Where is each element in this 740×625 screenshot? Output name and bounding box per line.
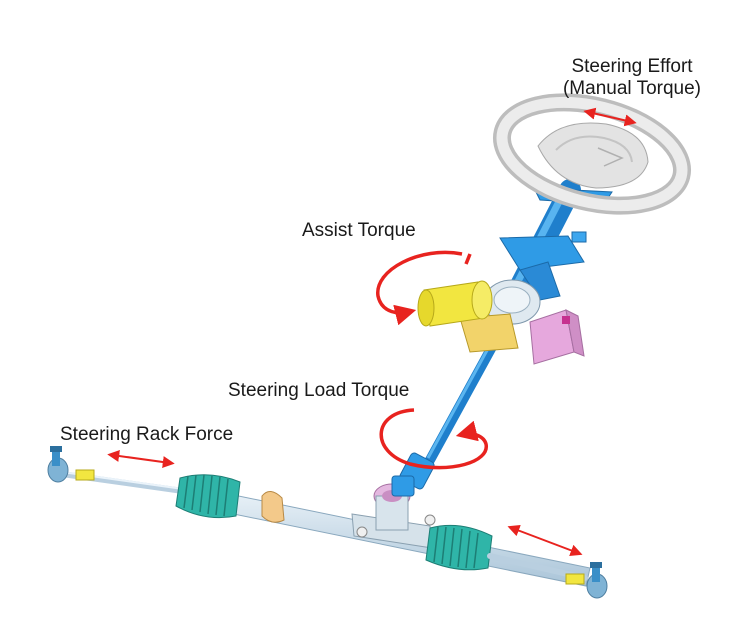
right-rack-boot xyxy=(426,525,492,569)
steering-rack-assembly xyxy=(48,446,607,598)
steering-effort-line2: (Manual Torque) xyxy=(542,78,722,100)
left-rack-boot xyxy=(176,475,240,518)
ecu-module xyxy=(530,310,584,364)
steering-effort-line1: Steering Effort xyxy=(542,56,722,78)
assist-motor xyxy=(418,281,492,326)
rack-mount-bracket xyxy=(262,491,284,522)
steering-effort-label: Steering Effort (Manual Torque) xyxy=(542,56,722,100)
steering-wheel xyxy=(491,85,693,223)
steering-load-torque-label: Steering Load Torque xyxy=(228,380,409,402)
assist-torque-label: Assist Torque xyxy=(302,220,416,242)
left-rack-force-arrow xyxy=(112,455,170,463)
steering-rack-force-label: Steering Rack Force xyxy=(60,424,233,446)
intermediate-shaft xyxy=(392,334,498,496)
right-rack-force-arrow xyxy=(512,528,578,553)
